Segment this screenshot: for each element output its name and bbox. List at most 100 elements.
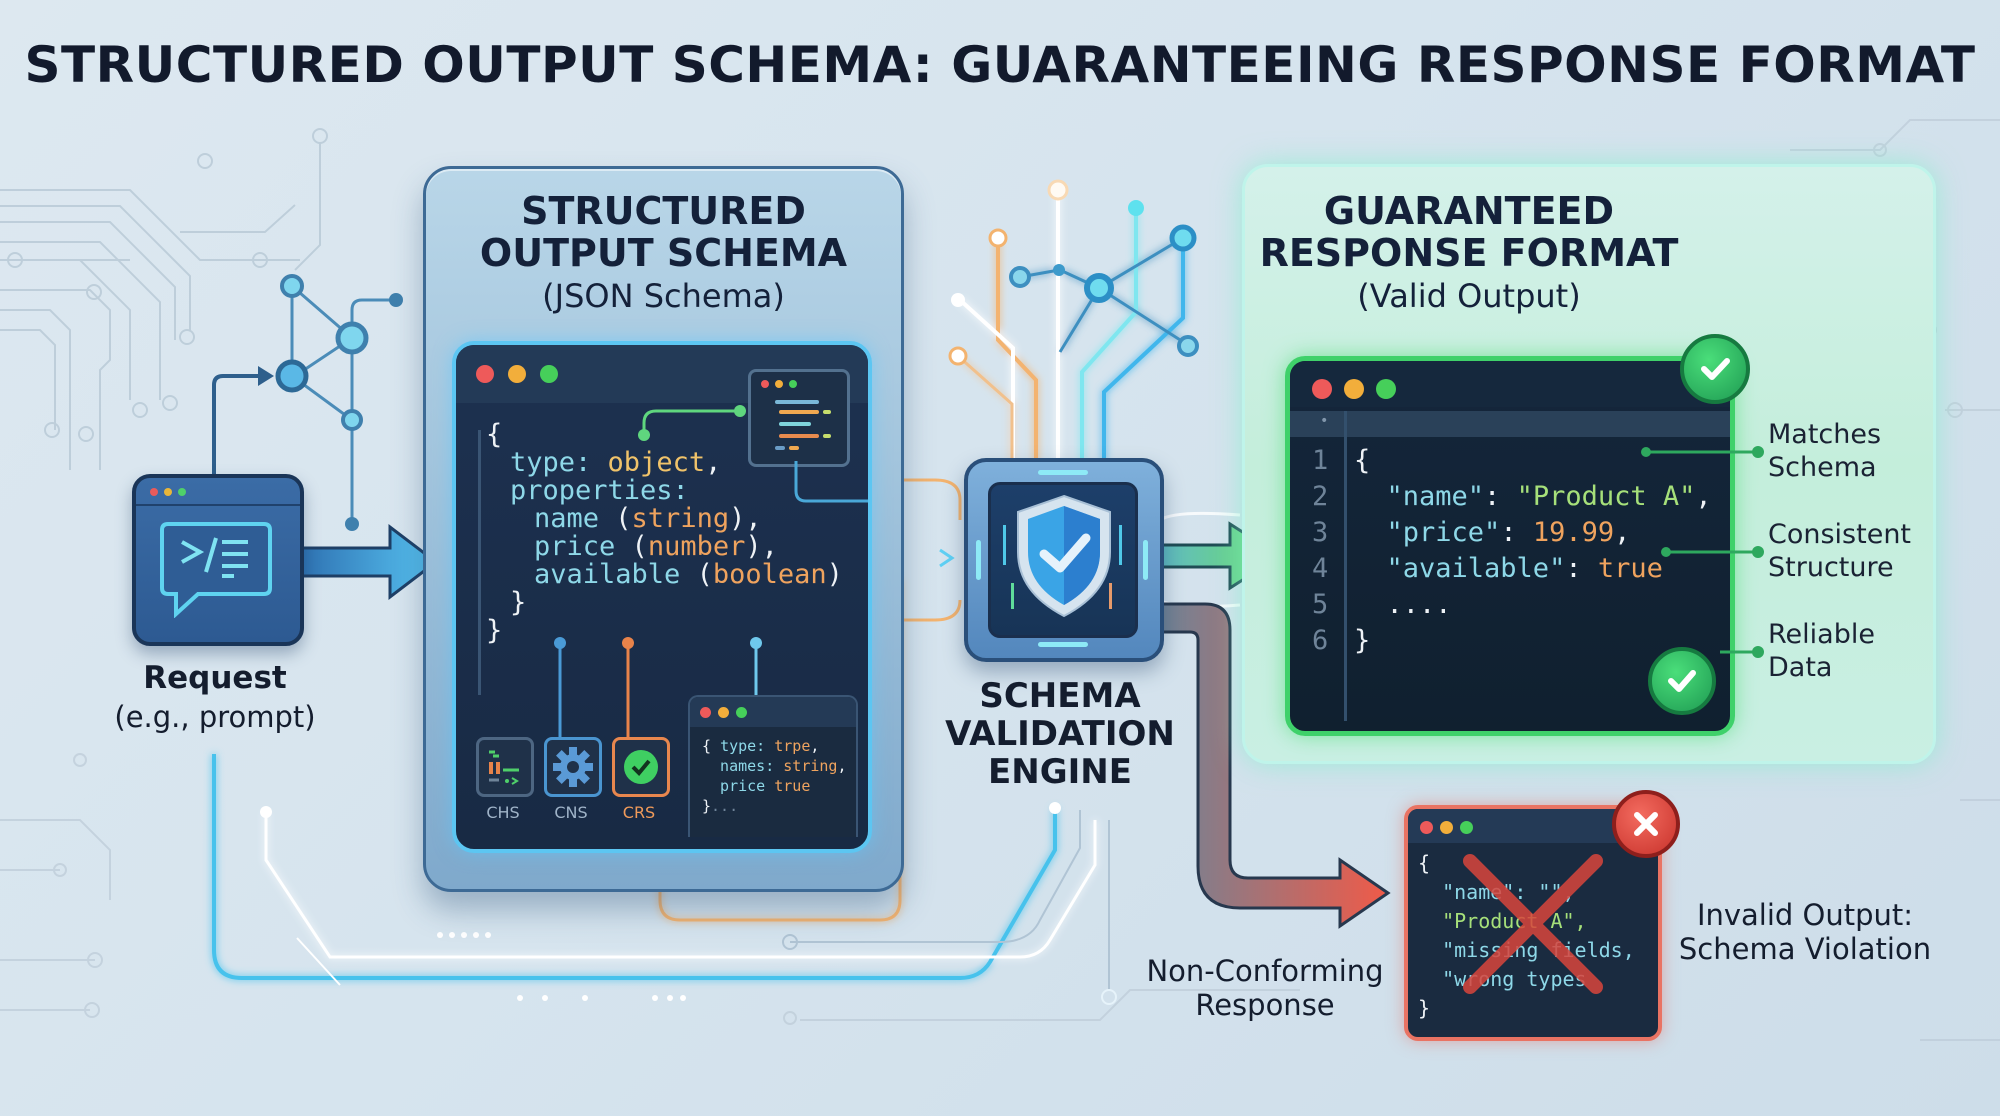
window-maximize-dot — [540, 365, 558, 383]
code-token: string — [631, 503, 730, 534]
window-close-dot — [761, 380, 769, 388]
schema-panel-subtitle: (JSON Schema) — [542, 277, 785, 315]
thumb-line — [823, 410, 831, 414]
benefit-line1: Reliable — [1768, 619, 1875, 650]
check-icon — [1668, 670, 1696, 692]
code-token: price — [534, 531, 632, 562]
valid-panel-title-line1: GUARANTEED — [1323, 189, 1615, 233]
thumb-line — [775, 400, 819, 404]
window-minimize-dot — [775, 380, 783, 388]
invalid-label-line1: Invalid Output: — [1696, 898, 1914, 932]
engine-led — [1038, 470, 1088, 475]
schema-code-editor[interactable]: {type: object,properties:name (string),p… — [452, 341, 872, 853]
close-icon — [1634, 812, 1658, 836]
benefit-line1: Matches — [1768, 419, 1882, 450]
editor-titlebar — [1290, 361, 1730, 407]
code-line: price true — [702, 777, 810, 795]
engine-trace — [1003, 525, 1006, 565]
window-minimize-dot — [1344, 379, 1364, 399]
code-token: : — [1484, 481, 1517, 512]
engine-label-line1: SCHEMA — [979, 676, 1141, 716]
benefit-connectors — [1641, 446, 1764, 658]
code-token: { — [702, 737, 721, 755]
code-token: type: — [510, 447, 608, 478]
code-token: number — [647, 531, 746, 562]
editor-connectors — [554, 405, 868, 737]
code-token: object — [607, 447, 706, 478]
benefit-line2: Data — [1768, 652, 1833, 683]
code-token: ... — [711, 797, 739, 815]
code-token: : — [1565, 553, 1598, 584]
valid-panel-title-line2: RESPONSE FORMAT — [1259, 231, 1679, 275]
gutter-divider — [1344, 411, 1347, 721]
code-token: } — [510, 587, 527, 618]
code-line: "price": 19.99, — [1354, 517, 1631, 548]
code-token: 19.99 — [1532, 517, 1615, 548]
code-line: } — [1354, 625, 1370, 656]
code-token: } — [1418, 996, 1431, 1020]
code-token: ( — [615, 503, 632, 534]
thumb-line — [779, 434, 819, 438]
invalid-x-badge — [1612, 790, 1680, 858]
request-label: Request — [143, 660, 287, 696]
code-token: ), — [745, 531, 778, 562]
code-token: "available" — [1354, 553, 1566, 584]
code-line: "available": true — [1354, 553, 1663, 584]
cross-out-icon — [1463, 854, 1603, 994]
fold-gutter-line — [478, 430, 481, 695]
line-number: 3 — [1312, 517, 1329, 548]
window-close-dot — [150, 488, 158, 496]
code-token: { — [1418, 851, 1431, 875]
benefit-line1: Consistent — [1768, 519, 1912, 550]
thumb-line — [789, 446, 799, 450]
non-conforming-label-line2: Response — [1195, 988, 1335, 1022]
request-node[interactable] — [132, 474, 304, 646]
valid-check-badge-top — [1680, 334, 1750, 404]
request-titlebar — [136, 478, 300, 506]
code-token: "price" — [1354, 517, 1501, 548]
code-token: , — [705, 447, 722, 478]
page-title: STRUCTURED OUTPUT SCHEMA: GUARANTEEING R… — [24, 36, 1976, 94]
tool-chs-button[interactable] — [476, 737, 534, 797]
code-token: properties: — [510, 475, 689, 506]
thumb-line — [779, 410, 819, 414]
schema-panel: STRUCTURED OUTPUT SCHEMA (JSON Schema) {… — [423, 166, 904, 892]
code-line: price (number), — [534, 531, 778, 562]
code-line: .... — [1354, 589, 1452, 620]
terminal-chat-icon — [160, 522, 272, 618]
window-minimize-dot — [508, 365, 526, 383]
tool-chs-label: CHS — [486, 803, 520, 822]
code-line: name (string), — [534, 503, 762, 534]
editor-tab-strip — [1290, 411, 1730, 437]
line-number: 2 — [1312, 481, 1329, 512]
window-maximize-dot — [1376, 379, 1396, 399]
engine-trace — [1119, 525, 1122, 565]
tool-cns-button[interactable] — [544, 737, 602, 797]
request-sublabel: (e.g., prompt) — [114, 700, 316, 734]
code-token: string — [783, 757, 838, 775]
window-minimize-dot — [164, 488, 172, 496]
thumb-line — [779, 422, 811, 426]
benefit-consistent-structure: Consistent Structure — [1768, 518, 1911, 584]
code-line: { type: trpe, — [702, 737, 819, 755]
code-token: } — [486, 615, 503, 646]
line-number: 4 — [1312, 553, 1329, 584]
code-line: } — [486, 615, 502, 646]
code-token: type: — [720, 737, 775, 755]
line-number: 1 — [1312, 445, 1329, 476]
code-line: { — [1418, 851, 1430, 875]
code-line: }... — [702, 797, 738, 815]
code-token: name — [534, 503, 616, 534]
valid-check-badge-bottom — [1648, 647, 1716, 715]
tool-crs-button[interactable] — [612, 737, 670, 797]
code-token: .... — [1354, 589, 1452, 620]
validation-engine[interactable] — [964, 458, 1164, 662]
line-number: 5 — [1312, 589, 1329, 620]
code-token: , — [837, 757, 847, 775]
check-circle-icon — [624, 750, 658, 784]
code-token: } — [702, 797, 712, 815]
gutter-marker: • — [1320, 413, 1329, 429]
code-token: { — [1354, 445, 1371, 476]
invalid-code-editor[interactable]: { "name": "", "Product A", "missing fiel… — [1404, 805, 1662, 1041]
snippet-titlebar — [690, 697, 856, 727]
